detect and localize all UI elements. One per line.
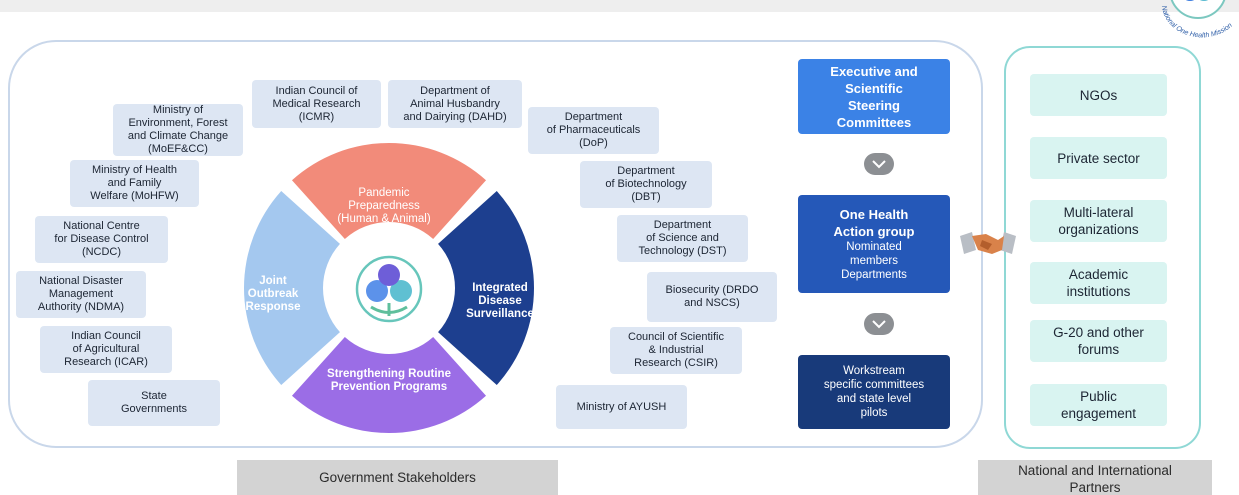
workstream-title: Workstream specific committees and state…	[823, 365, 925, 419]
chevron-down-icon	[864, 153, 894, 175]
partners-caption: National and International Partners	[978, 460, 1212, 495]
steering-committees-box: Executive and Scientific Steering Commit…	[798, 59, 950, 134]
stakeholder-mohfw: Ministry of Health and Family Welfare (M…	[70, 160, 199, 207]
stakeholder-dbt: Department of Biotechnology (DBT)	[580, 161, 712, 208]
stakeholder-dst: Department of Science and Technology (DS…	[617, 215, 748, 262]
handshake-icon	[960, 232, 1016, 254]
workstream-box: Workstream specific committees and state…	[798, 355, 950, 429]
steering-committees-title: Executive and Scientific Steering Commit…	[830, 63, 918, 130]
action-group-title: One Health Action group	[833, 207, 915, 239]
stakeholder-icmr: Indian Council of Medical Research (ICMR…	[252, 80, 381, 128]
stakeholder-dop: Department of Pharmaceuticals (DoP)	[528, 107, 659, 154]
top-bar	[0, 0, 1239, 12]
stakeholder-ncdc: National Centre for Disease Control (NCD…	[35, 216, 168, 263]
wheel-segment-surveillance	[438, 190, 534, 386]
stakeholder-state-governments: State Governments	[88, 380, 220, 426]
wheel-segment-pandemic	[291, 143, 487, 239]
wheel-segment-response	[243, 190, 340, 386]
partner-g20: G-20 and other forums	[1030, 320, 1167, 362]
partner-multilateral: Multi-lateral organizations	[1030, 200, 1167, 242]
partner-public-engagement: Public engagement	[1030, 384, 1167, 426]
stakeholder-csir: Council of Scientific & Industrial Resea…	[610, 327, 742, 374]
partner-private-sector: Private sector	[1030, 137, 1167, 179]
chevron-down-icon	[864, 313, 894, 335]
partner-ngos: NGOs	[1030, 74, 1167, 116]
government-stakeholders-caption: Government Stakeholders	[237, 460, 558, 495]
stakeholder-icar: Indian Council of Agricultural Research …	[40, 326, 172, 373]
action-group-subtitle: Nominated members Departments	[841, 241, 907, 281]
stakeholder-ayush: Ministry of AYUSH	[556, 385, 687, 429]
stakeholder-dahd: Department of Animal Husbandry and Dairy…	[388, 80, 522, 128]
stakeholder-biosecurity: Biosecurity (DRDO and NSCS)	[647, 272, 777, 322]
stakeholder-moefcc: Ministry of Environment, Forest and Clim…	[113, 104, 243, 156]
partner-academic: Academic institutions	[1030, 262, 1167, 304]
action-group-box: One Health Action group Nominated member…	[798, 195, 950, 293]
stakeholder-ndma: National Disaster Management Authority (…	[16, 271, 146, 318]
one-health-mission-logo: National One Health Mission	[1160, 0, 1234, 39]
wheel-segment-prevention	[291, 337, 487, 433]
one-health-center-icon	[355, 255, 423, 323]
